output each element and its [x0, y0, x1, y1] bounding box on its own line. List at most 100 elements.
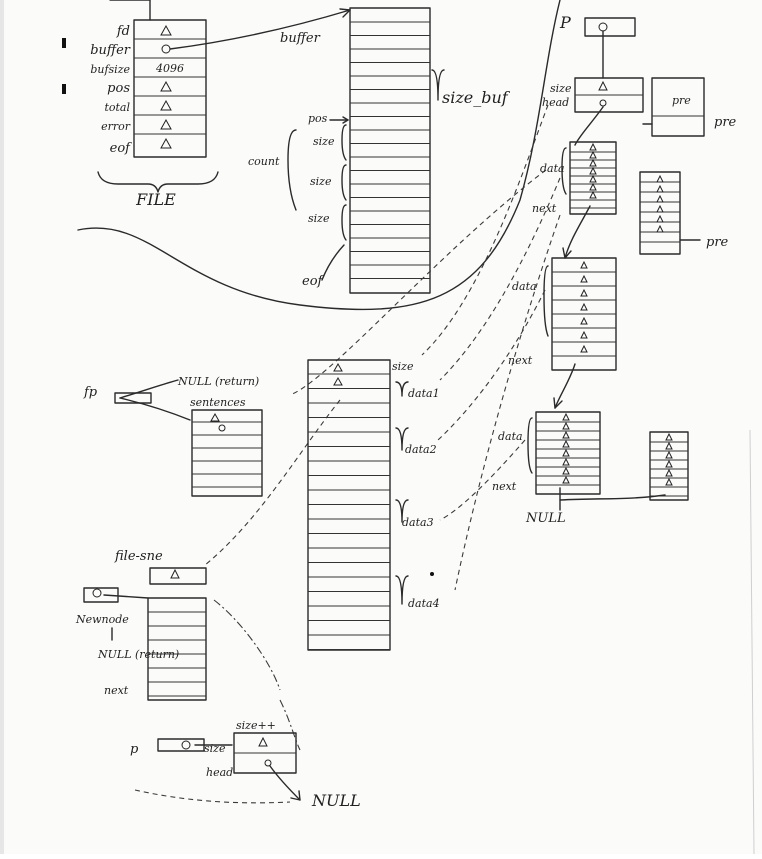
triangle-icon	[665, 468, 673, 477]
triangle-icon	[562, 421, 570, 430]
triangle-icon	[170, 568, 180, 579]
size-buf-brace	[431, 69, 445, 101]
node-3-data-label: data	[498, 430, 523, 443]
p-label: P	[559, 13, 571, 32]
triangle-icon	[562, 439, 570, 448]
buffer-label: buffer	[280, 31, 321, 46]
buffer-block: buffer size_buf pos count size size size…	[248, 7, 511, 294]
triangle-icon	[665, 441, 673, 450]
triangle-icon	[589, 190, 597, 199]
node-2-data-label: data	[512, 280, 537, 293]
triangle-icon	[580, 288, 588, 297]
size-label-3: size	[308, 212, 330, 225]
file-struct-box	[133, 19, 207, 158]
file-field-pos: pos	[107, 81, 130, 96]
count-label: count	[248, 155, 280, 168]
pointer-circle-icon	[92, 588, 102, 598]
triangle-icon	[580, 330, 588, 339]
pre-box-1	[651, 77, 705, 137]
size-label-2: size	[310, 175, 332, 188]
file-struct: fd buffer bufsize pos total error eof 40…	[90, 0, 351, 209]
list-null-label: NULL	[525, 511, 566, 526]
triangle-icon	[580, 316, 588, 325]
triangle-icon	[589, 158, 597, 167]
pre-box-2	[639, 171, 681, 255]
bufsize-value: 4096	[155, 62, 184, 75]
sentences-box	[191, 409, 263, 497]
file-field-eof: eof	[110, 141, 133, 156]
triangle-icon	[656, 204, 664, 213]
fp-label: fp	[83, 385, 98, 400]
bottom-head-label: head	[206, 766, 233, 779]
triangle-icon	[160, 99, 172, 111]
file-sne-box	[149, 567, 207, 585]
triangle-icon	[665, 459, 673, 468]
triangle-icon	[258, 736, 268, 747]
list-size-label: size	[550, 82, 572, 95]
file-field-bufsize: bufsize	[90, 63, 130, 76]
dashed-connectors	[204, 104, 561, 591]
linked-list-area: P size head pre pre data next pre data n…	[492, 13, 737, 526]
node-1-next-label: next	[532, 202, 557, 215]
fp-null-return-label: NULL (return)	[177, 375, 259, 388]
pointer-circle-icon	[599, 99, 607, 107]
triangle-icon	[589, 174, 597, 183]
fp-area: fp NULL (return) sentences	[83, 375, 263, 497]
triangle-icon	[580, 302, 588, 311]
triangle-icon	[333, 362, 343, 372]
triangle-icon	[656, 174, 664, 183]
newnode-label: Newnode	[75, 613, 129, 626]
file-field-fd: fd	[116, 24, 130, 39]
triangle-icon	[656, 194, 664, 203]
triangle-icon	[665, 450, 673, 459]
file-field-total: total	[104, 101, 130, 114]
triangle-icon	[562, 457, 570, 466]
data-size-label: size	[392, 360, 414, 373]
triangle-icon	[665, 477, 673, 486]
newnode-next-label: next	[104, 684, 129, 697]
triangle-icon	[589, 182, 597, 191]
scan-edge	[0, 0, 4, 854]
pointer-circle-icon	[181, 740, 191, 750]
scan-mark	[62, 38, 66, 48]
node-3	[535, 411, 601, 495]
ink-dot	[430, 572, 434, 576]
pointer-circle-icon	[161, 44, 171, 54]
bottom-p-label: p	[130, 742, 139, 757]
data4-label: data4	[408, 597, 440, 610]
triangle-icon	[665, 432, 673, 441]
pos-label: pos	[308, 112, 328, 125]
size-inc-label: size++	[236, 719, 276, 732]
triangle-icon	[580, 344, 588, 353]
data3-label: data3	[402, 516, 434, 529]
bottom-size-label: size	[204, 742, 226, 755]
pre-label-2: pre	[714, 115, 737, 130]
pointer-circle-icon	[598, 22, 608, 32]
pre-box-3	[649, 431, 689, 501]
triangle-icon	[562, 412, 570, 421]
scan-mark	[62, 84, 66, 94]
pointer-circle-icon	[264, 759, 272, 767]
newnode-box	[147, 597, 207, 701]
pointer-circle-icon	[218, 424, 226, 432]
data-block: size data1 data2 data3 data4	[307, 359, 440, 651]
pre-label-1: pre	[672, 94, 691, 107]
triangle-icon	[589, 166, 597, 175]
count-brace	[287, 129, 297, 211]
triangle-icon	[656, 184, 664, 193]
triangle-icon	[160, 80, 172, 92]
list-head-label: head	[542, 96, 569, 109]
separator-curve	[77, 0, 561, 311]
fp-pointer-box	[114, 392, 152, 404]
buffer-box	[349, 7, 431, 294]
node-2-next-label: next	[508, 354, 533, 367]
newnode-pointer-box	[83, 587, 119, 603]
buffer-pointer-arrow	[169, 9, 351, 50]
p-pointer-box	[584, 17, 636, 37]
bottom-null-label: NULL	[311, 791, 361, 810]
triangle-icon	[210, 412, 220, 422]
file-brace	[97, 171, 219, 193]
triangle-icon	[589, 142, 597, 151]
